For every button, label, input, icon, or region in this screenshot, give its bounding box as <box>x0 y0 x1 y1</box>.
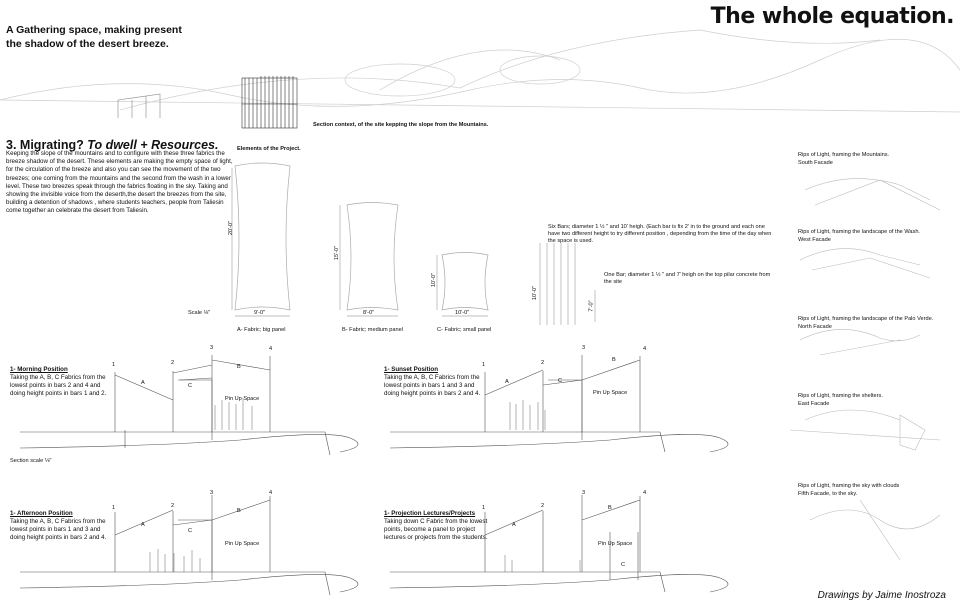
rips-facade: North Facade <box>798 324 832 330</box>
fabric-label-a: A <box>141 522 145 528</box>
bar-label-1: 1 <box>482 505 486 511</box>
position-projection: 1- Projection Lectures/Projects Taking d… <box>384 510 489 542</box>
bar-label-1: 1 <box>112 362 116 368</box>
migrating-heading: 3. Migrating? To dwell + Resources. <box>6 138 218 152</box>
one-bar-note: One Bar; diameter 1 ½ " and 7' heigh on … <box>604 272 771 286</box>
credit: Drawings by Jaime Inostroza <box>817 590 946 601</box>
rips-fifth: Rips of Light, framing the sky with clou… <box>798 482 899 498</box>
page-title: The whole equation. <box>710 4 955 29</box>
dim-bar: 7'-0" <box>588 300 595 312</box>
section-sunset <box>389 355 729 453</box>
rips-east: Rips of Light, framing the shelters. Eas… <box>798 392 883 408</box>
fabric-label-b: B <box>237 508 241 514</box>
dim-b-height: 15'-0" <box>334 245 341 261</box>
fabric-label-c: C <box>188 383 193 389</box>
section-context-caption: Section context, of the site kepping the… <box>313 122 489 128</box>
fabric-a-label: A- Fabric; big panel <box>237 327 286 333</box>
position-afternoon: 1- Afternoon Position Taking the A, B, C… <box>10 510 115 542</box>
rips-text: Rips of Light, framing the landscape of … <box>798 229 920 235</box>
rips-north: Rips of Light, framing the landscape of … <box>798 315 933 331</box>
dim-bars: 10'-0" <box>532 285 539 301</box>
dim-a-height: 20'-0" <box>228 220 235 236</box>
rips-text: Rips of Light, framing the landscape of … <box>798 316 934 322</box>
rips-facade: South Facade <box>798 160 833 166</box>
position-text: Taking down C Fabric from the lowest poi… <box>384 518 488 541</box>
dim-b-width: 8'-0" <box>363 310 375 316</box>
bar-label-3: 3 <box>210 490 214 496</box>
fabric-label-a: A <box>505 379 509 385</box>
position-text: Taking the A, B, C Fabrics from the lowe… <box>384 374 481 397</box>
pin-up-label: Pin Up Space <box>593 390 628 396</box>
fabric-label-b: B <box>237 364 241 370</box>
fabric-label-c: C <box>621 562 626 568</box>
fabric-label-c: C <box>188 528 193 534</box>
building-sketch <box>241 76 298 129</box>
migrating-heading-italic: To dwell + Resources. <box>87 138 219 152</box>
position-morning: 1- Morning Position Taking the A, B, C F… <box>10 366 115 398</box>
migrating-heading-plain: Migrating? <box>19 138 84 152</box>
rips-text: Rips of Light, framing the sky with clou… <box>798 483 900 489</box>
section-projection <box>389 495 729 593</box>
bar-label-1: 1 <box>482 362 486 368</box>
bar-label-4: 4 <box>643 346 647 352</box>
fabric-c-label: C- Fabric; small panel <box>437 327 492 333</box>
bar-label-3: 3 <box>210 345 214 351</box>
position-text: Taking the A, B, C Fabrics from the lowe… <box>10 374 107 397</box>
rips-text: Rips of Light, framing the Mountains. <box>798 152 890 158</box>
intro-heading: A Gathering space, making present the sh… <box>6 23 206 51</box>
bar-label-1: 1 <box>112 505 116 511</box>
migrating-body: Keeping the slope of the mountains and t… <box>6 150 233 215</box>
bar-label-2: 2 <box>541 360 545 366</box>
dim-a-width: 9'-0" <box>254 310 266 316</box>
section-scale: Section scale ⅛" <box>10 458 52 464</box>
bar-label-3: 3 <box>582 490 586 496</box>
position-title: 1- Sunset Position <box>384 366 438 373</box>
position-title: 1- Afternoon Position <box>10 510 73 517</box>
rips-text: Rips of Light, framing the shelters. <box>798 393 883 399</box>
bar-label-3: 3 <box>582 345 586 351</box>
dim-c-width: 10'-0" <box>455 310 470 316</box>
elements-heading: Elements of the Project. <box>237 146 301 152</box>
fabric-label-a: A <box>512 522 516 528</box>
intro-line-1: A Gathering space, making present <box>6 24 182 36</box>
fabric-b-label: B- Fabric; medium panel <box>342 327 403 333</box>
six-bars-note: Six Bars; diameter 1 ½ " and 10' heigh. … <box>548 224 772 245</box>
pin-up-label: Pin Up Space <box>225 541 260 547</box>
section-morning <box>19 355 359 456</box>
rips-south: Rips of Light, framing the Mountains. So… <box>798 151 889 167</box>
rips-facade: East Facade <box>798 401 830 407</box>
intro-line-2: the shadow of the desert breeze. <box>6 38 169 50</box>
fabric-label-b: B <box>608 505 612 511</box>
bar-label-2: 2 <box>541 503 545 509</box>
rips-facade: Fifth Facade, to the sky. <box>798 491 858 497</box>
bar-label-2: 2 <box>171 503 175 509</box>
position-sunset: 1- Sunset Position Taking the A, B, C Fa… <box>384 366 489 398</box>
fabric-label-c: C <box>558 378 563 384</box>
bar-label-4: 4 <box>643 490 647 496</box>
fabric-label-b: B <box>612 357 616 363</box>
pin-up-label: Pin Up Space <box>598 541 633 547</box>
migrating-number: 3. <box>6 138 17 152</box>
position-title: 1- Projection Lectures/Projects <box>384 510 476 517</box>
position-title: 1- Morning Position <box>10 366 68 373</box>
fabric-label-a: A <box>141 380 145 386</box>
bar-label-4: 4 <box>269 346 273 352</box>
pin-up-label: Pin Up Space <box>225 396 260 402</box>
rips-west: Rips of Light, framing the landscape of … <box>798 228 920 244</box>
dim-c-height: 10'-0" <box>431 272 438 288</box>
bar-label-4: 4 <box>269 490 273 496</box>
elements-scale: Scale ⅛" <box>188 310 211 316</box>
bar-label-2: 2 <box>171 360 175 366</box>
position-text: Taking the A, B, C Fabrics from the lowe… <box>10 518 107 541</box>
section-afternoon <box>19 495 359 596</box>
rips-facade: West Facade <box>798 237 831 243</box>
